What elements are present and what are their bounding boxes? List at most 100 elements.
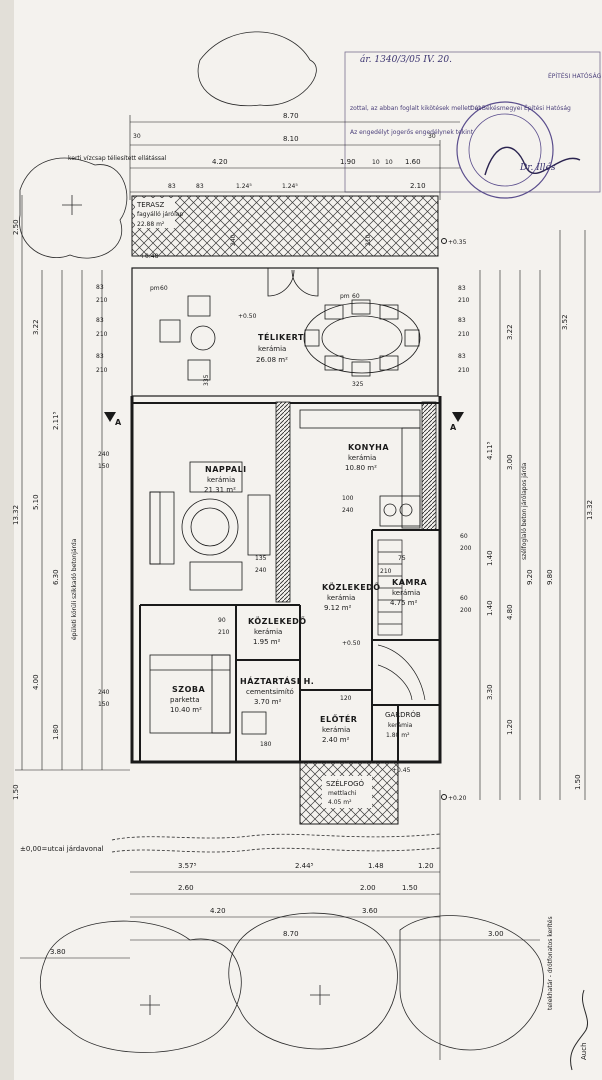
lw-210-1: 210 (96, 297, 108, 304)
dim-left-180: 1.80 (52, 724, 60, 740)
dim-left-total: 13.32 (12, 505, 20, 525)
dim-top-total: 8.70 (283, 112, 299, 120)
stamp-circle-text: Dél-Békésmegyei Építési Hatóság (470, 104, 571, 112)
lw-240-b: 240 (98, 689, 110, 696)
dim-top-30b: 30 (428, 133, 436, 140)
bottom-signature: Auch (580, 1042, 588, 1060)
level-terrace: +0.48 (140, 253, 159, 260)
windbreak-name: SZÉLFOGÓ (326, 779, 365, 788)
lw-150: 150 (98, 463, 110, 470)
windbreak-label-bg (322, 776, 372, 808)
dim-left-400: 4.00 (32, 674, 40, 690)
bedroom-furniture (149, 654, 231, 734)
utility-finish: cementsimító (246, 688, 294, 696)
dim-right-330: 3.30 (486, 684, 494, 700)
corridor-main-finish: kerámia (327, 594, 355, 602)
corridor-small-finish: kerámia (254, 628, 282, 636)
kitchen-fixtures (299, 409, 421, 529)
lw-240: 240 (98, 451, 110, 458)
dim-top-83b: 83 (196, 183, 204, 190)
bedroom-finish: parketta (170, 696, 200, 704)
stamp-line3: Az engedélyt jogerős engedélynek tekint (350, 129, 474, 136)
level-top: +0.35 (448, 239, 467, 246)
dim-left-630: 6.30 (52, 569, 60, 585)
dim-right-411: 4.11⁵ (486, 441, 494, 460)
rw-83-1: 83 (458, 285, 466, 292)
dim-right-140b: 1.40 (486, 600, 494, 616)
dim-bottom-148: 1.48 (368, 862, 384, 870)
opening-325: 325 (352, 381, 364, 388)
kitchen-100: 100 (342, 495, 354, 502)
approval-stamp: ár. 1340/3/05 IV. 20. zottal, az abban f… (344, 51, 602, 199)
lw-83-3: 83 (96, 353, 104, 360)
living-finish: kerámia (207, 476, 235, 484)
hall-name: ELŐTÉR (320, 713, 357, 724)
w-60-2: 60 (352, 293, 360, 300)
corridor-small-area: 1.95 m² (253, 638, 281, 646)
csmall-210: 210 (218, 629, 230, 636)
pm-label-2: pm (340, 293, 350, 300)
lw-83-1: 83 (96, 284, 104, 291)
w-240-top: 240 (230, 234, 237, 246)
dim-bottom-150: 1.50 (402, 884, 418, 892)
tree-top-center (197, 31, 317, 107)
csmall-90: 90 (218, 617, 226, 624)
kitchen-area: 10.80 m² (345, 464, 377, 472)
dim-top-10a: 10 (372, 159, 380, 166)
left-dimensions (15, 195, 130, 771)
living-name: NAPPALI (205, 465, 247, 474)
rw-200-b: 200 (460, 607, 472, 614)
dim-right-total: 13.32 (586, 500, 594, 520)
pantry-finish: kerámia (392, 589, 420, 597)
dim-right-300: 3.00 (506, 454, 514, 470)
windbreak-area (299, 761, 399, 825)
section-left-label: A (115, 418, 122, 427)
windbreak-finish: mettlachi (328, 790, 357, 797)
dim-left-322: 3.22 (32, 319, 40, 335)
stamp-seal-inner (468, 113, 542, 187)
pantry-75: 75 (398, 555, 406, 562)
dim-bottom-360: 3.60 (362, 907, 378, 915)
rw-83-3: 83 (458, 353, 466, 360)
living-135: 135 (255, 555, 267, 562)
rw-83-2: 83 (458, 317, 466, 324)
living-room-furniture (149, 461, 271, 591)
bedroom-name: SZOBA (172, 685, 205, 694)
windbreak-area-value: 4.05 m² (328, 799, 352, 806)
dim-top-83a: 83 (168, 183, 176, 190)
pantry-area: 4.75 m² (390, 599, 418, 607)
paper-left-margin (0, 0, 14, 1080)
dim-right-480: 4.80 (506, 604, 514, 620)
dim-bottom-870: 8.70 (283, 930, 299, 938)
rw-210-1: 210 (458, 297, 470, 304)
dim-top-c: 1.60 (405, 158, 421, 166)
dim-bottom-300: 3.00 (488, 930, 504, 938)
dim-bottom-260: 2.60 (178, 884, 194, 892)
kitchen-240: 240 (342, 507, 354, 514)
lw-150-b: 150 (98, 701, 110, 708)
rw-60: 60 (460, 533, 468, 540)
w-210-top: 210 (365, 234, 372, 246)
level-middle: +0.50 (342, 640, 361, 647)
fence-label: telekhatár - drótfonatos kerítés (547, 916, 554, 1010)
stairs (377, 539, 426, 701)
hedge-line-2 (111, 847, 441, 853)
rw-210-3: 210 (458, 367, 470, 374)
level-marker-top (441, 238, 447, 244)
terrace-area-value: 22.88 m² (137, 221, 165, 228)
dim-left-211: 2.11⁵ (52, 411, 60, 430)
winter-window-labels: pm 60 pm 60 240 210 (150, 234, 372, 300)
winter-garden-area: 26.08 m² (256, 356, 288, 364)
corridor-main-area: 9.12 m² (324, 604, 352, 612)
terrace-label-bg (135, 198, 175, 228)
dim-right-322: 3.22 (506, 324, 514, 340)
dim-top-10b: 10 (385, 159, 393, 166)
winter-garden-finish: kerámia (258, 345, 286, 353)
dim-bottom-420: 4.20 (210, 907, 226, 915)
dim-top-30a: 30 (133, 133, 141, 140)
dim-left-150: 1.50 (12, 784, 20, 800)
pantry-name: KAMRA (392, 578, 428, 587)
dim-left-250: 2.50 (12, 219, 20, 235)
terrace-finish: fagyálló járólap (137, 211, 183, 218)
